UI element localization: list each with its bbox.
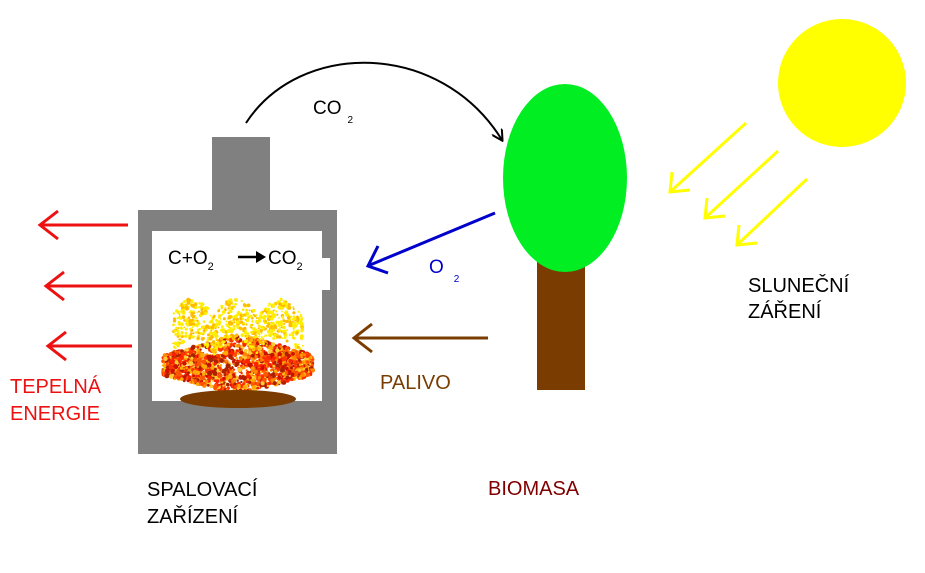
slunecni-label-line1: SLUNEČNÍ xyxy=(748,274,850,297)
tepelna-label-line1: TEPELNÁ xyxy=(10,375,102,398)
heat-arrow-2 xyxy=(43,270,132,302)
tree-crown xyxy=(503,84,627,272)
spalovaci-label-line2: ZAŘÍZENÍ xyxy=(147,505,239,528)
tree-trunk xyxy=(537,262,585,390)
fire-icon xyxy=(161,297,316,408)
heat-arrow-3 xyxy=(45,330,132,362)
reaction-right: CO2 xyxy=(268,248,303,273)
spalovaci-label-line1: SPALOVACÍ xyxy=(147,478,258,501)
heat-arrows xyxy=(37,209,132,362)
stove-notch xyxy=(320,258,330,290)
stove-chimney xyxy=(212,137,270,213)
sun-rays xyxy=(668,121,809,247)
co2-arrow xyxy=(245,61,502,140)
combustion-reaction: C+O2 CO2 xyxy=(168,248,303,273)
o2-arrow xyxy=(365,211,496,275)
reaction-left: C+O2 xyxy=(168,248,214,273)
biomasa-label: BIOMASA xyxy=(488,478,580,500)
co2-label: CO2 xyxy=(313,98,354,126)
sun-ray-2 xyxy=(703,149,780,220)
heat-arrow-1 xyxy=(37,209,128,241)
fire-log xyxy=(180,390,296,408)
sun-ray-3 xyxy=(735,177,809,247)
o2-label: O2 xyxy=(429,257,460,285)
palivo-label: PALIVO xyxy=(380,372,451,394)
tepelna-label-line2: ENERGIE xyxy=(10,403,100,425)
sun-ray-1 xyxy=(668,121,748,194)
fuel-arrow xyxy=(351,322,488,354)
reaction-arrow-head xyxy=(256,251,266,263)
tree-icon xyxy=(503,84,627,390)
sun-icon xyxy=(778,19,906,147)
slunecni-label-line2: ZÁŘENÍ xyxy=(748,300,822,323)
